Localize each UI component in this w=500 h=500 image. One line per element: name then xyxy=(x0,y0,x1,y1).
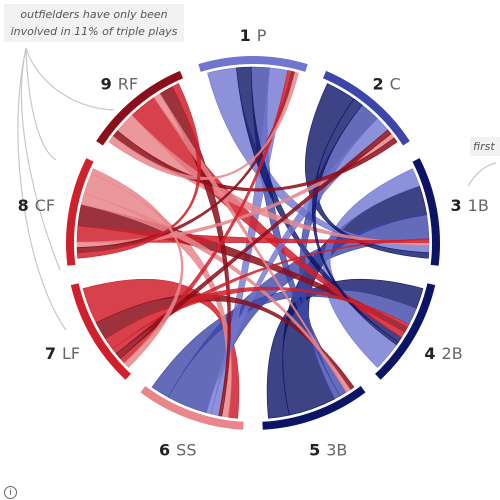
node-label-ss: 6 SS xyxy=(159,441,196,460)
node-number: 6 xyxy=(159,441,170,460)
node-abbr: CF xyxy=(35,196,55,215)
node-abbr: RF xyxy=(118,75,138,94)
node-number: 4 xyxy=(424,344,435,363)
chord-2b-1b[interactable] xyxy=(322,168,420,368)
annotation-connectors xyxy=(17,47,497,331)
node-abbr: 3B xyxy=(326,441,347,460)
node-label-cf: 8 CF xyxy=(18,196,56,215)
node-arc-1b[interactable] xyxy=(412,158,440,266)
chord-rf-p[interactable] xyxy=(108,71,299,180)
node-number: 9 xyxy=(101,75,112,94)
node-abbr: 2B xyxy=(442,344,463,363)
node-number: 7 xyxy=(45,344,56,363)
node-abbr: 1B xyxy=(468,196,489,215)
node-label-1b: 3 1B xyxy=(451,196,489,215)
node-abbr: C xyxy=(390,75,401,94)
node-arc-ss[interactable] xyxy=(140,385,244,430)
node-label-lf: 7 LF xyxy=(45,344,80,363)
footer-bar: i xyxy=(0,486,500,500)
node-label-rf: 9 RF xyxy=(101,75,138,94)
chord-rf-3b[interactable] xyxy=(153,93,349,393)
node-arc-p[interactable] xyxy=(198,56,308,72)
node-number: 5 xyxy=(309,441,320,460)
chord-lf-c[interactable] xyxy=(115,129,392,359)
node-arc-lf[interactable] xyxy=(70,283,131,380)
node-number: 1 xyxy=(240,26,251,45)
first-base-annotation: first xyxy=(470,137,500,156)
node-arc-2b[interactable] xyxy=(375,283,436,380)
outfielders-annotation: outfielders have only been involved in 1… xyxy=(4,4,184,42)
node-number: 8 xyxy=(18,196,29,215)
chord-lf-cf[interactable] xyxy=(90,168,184,368)
chord-cf-rf[interactable] xyxy=(76,83,201,259)
chord-lf-1b[interactable] xyxy=(112,238,430,355)
node-arcs xyxy=(66,56,440,430)
node-number: 3 xyxy=(451,196,462,215)
node-number: 2 xyxy=(373,75,384,94)
connector-cf xyxy=(25,47,57,161)
node-arc-rf[interactable] xyxy=(96,70,184,146)
connector-lf-b xyxy=(17,47,67,331)
node-arc-c[interactable] xyxy=(322,70,410,146)
node-label-3b: 5 3B xyxy=(309,441,347,460)
chord-lf-3b[interactable] xyxy=(95,294,355,391)
node-abbr: SS xyxy=(176,441,196,460)
node-abbr: P xyxy=(257,26,267,45)
node-arc-3b[interactable] xyxy=(262,385,366,430)
info-icon[interactable]: i xyxy=(4,486,17,499)
connector-lf-a xyxy=(20,47,61,271)
connector-rf xyxy=(25,47,115,111)
node-label-2b: 4 2B xyxy=(424,344,462,363)
node-abbr: LF xyxy=(62,344,80,363)
node-arc-cf[interactable] xyxy=(66,158,94,266)
chord-ribbons xyxy=(76,66,430,419)
chord-c-2b[interactable] xyxy=(312,98,399,346)
connector-1b xyxy=(467,162,497,187)
chord-3b-2b[interactable] xyxy=(266,278,424,419)
